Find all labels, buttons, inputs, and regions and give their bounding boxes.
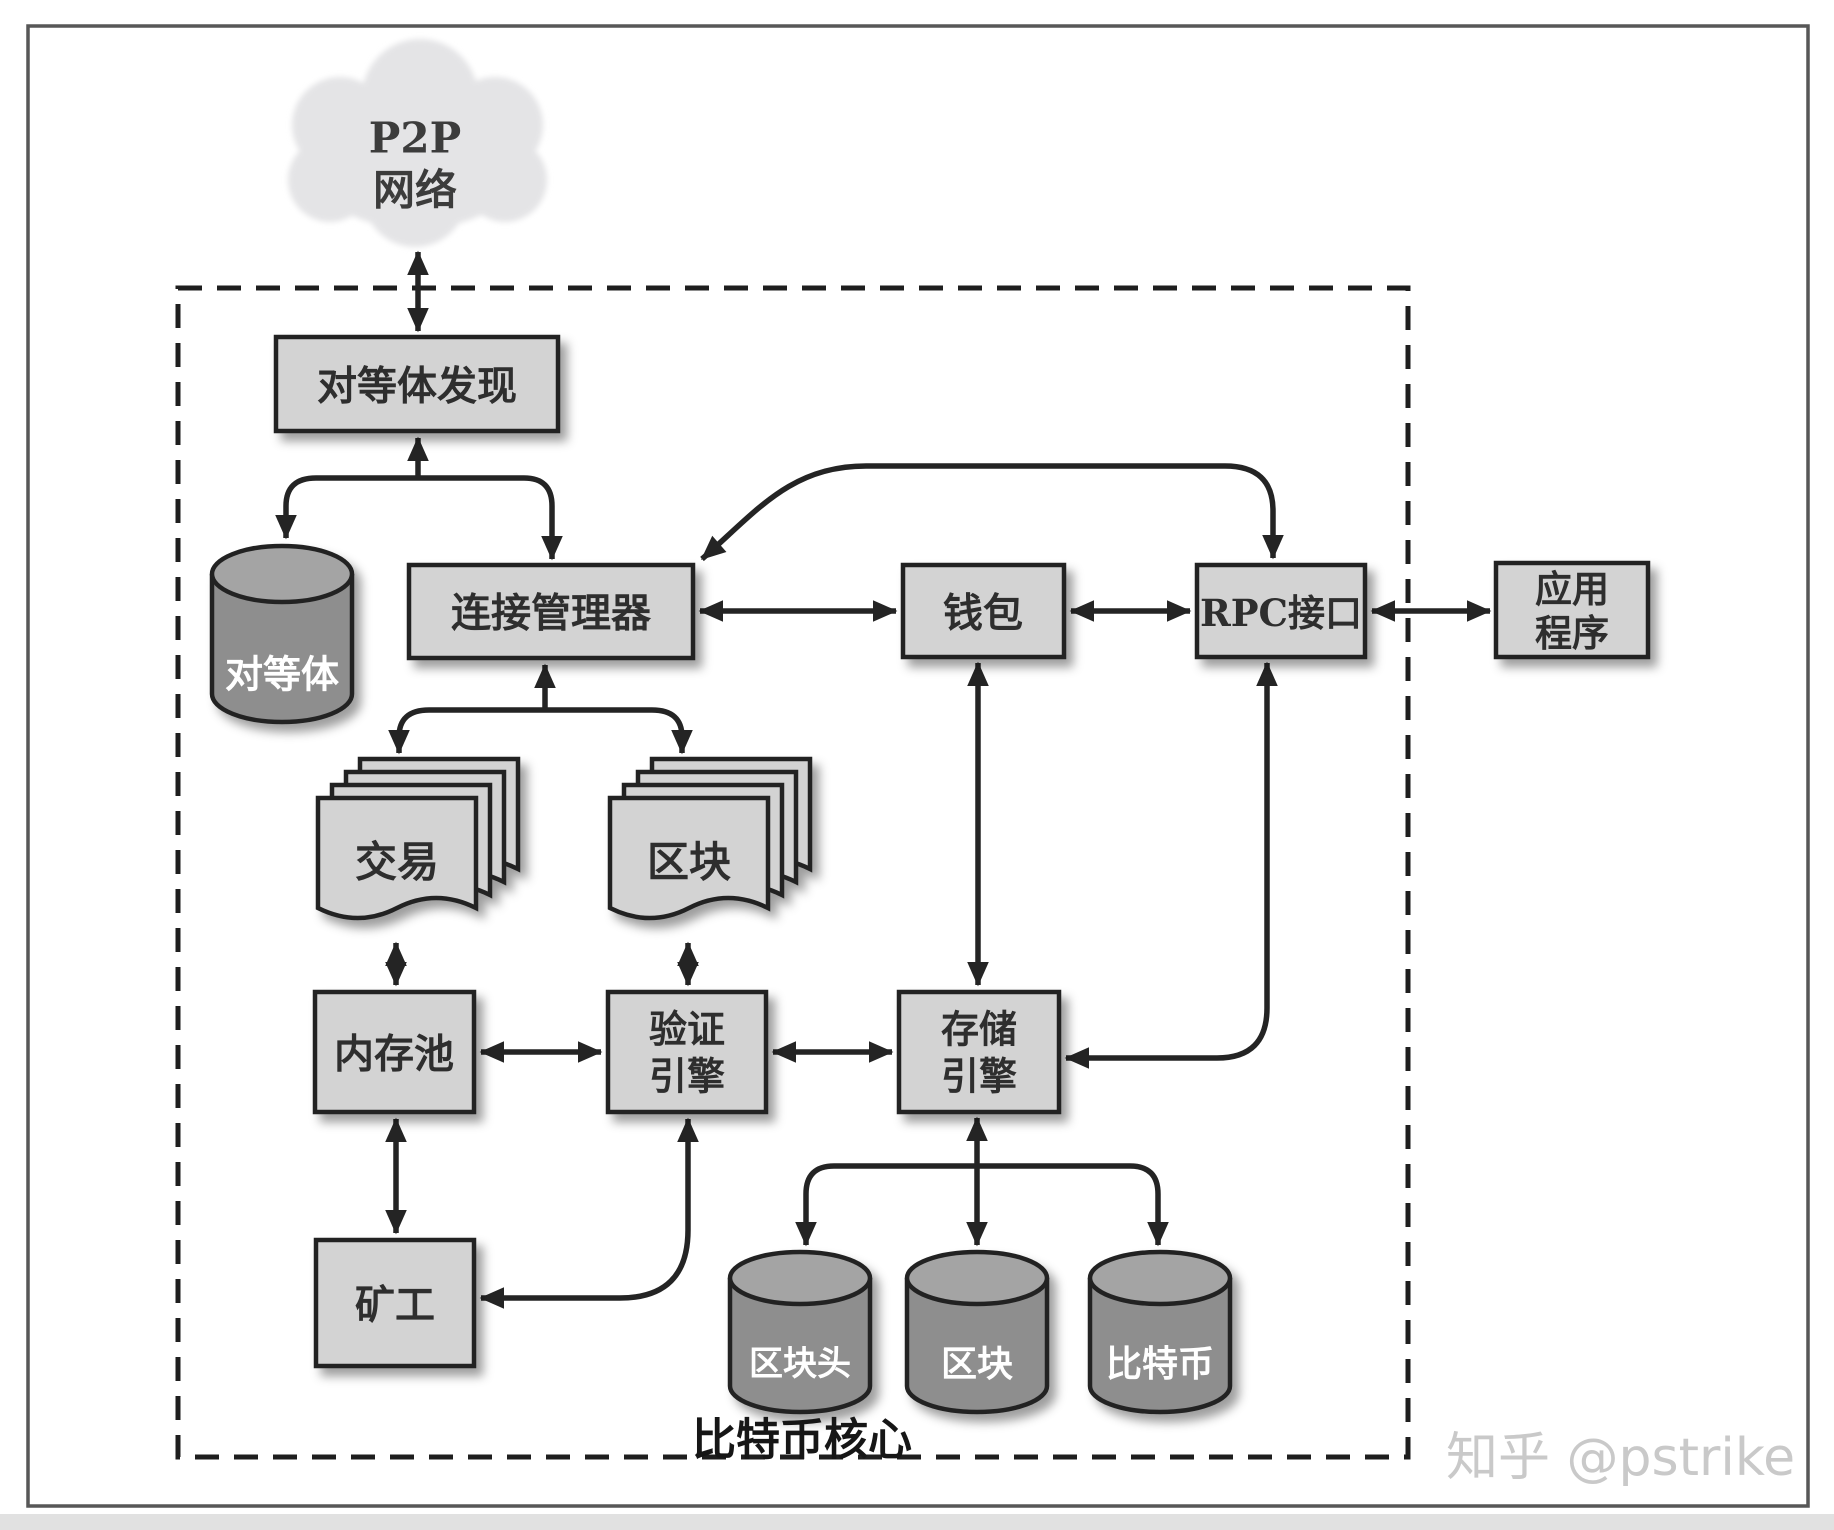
bitcoin-core-boundary-label: 比特币核心 [692, 1415, 912, 1466]
wallet-label: 钱包 [943, 590, 1023, 637]
rpc-interface-label: RPC接口 [1200, 591, 1362, 635]
blocks-docs-label: 区块 [647, 838, 731, 887]
storage-engine-label-line1: 存储 [941, 1007, 1017, 1052]
node-wallet: 钱包 [900, 562, 1067, 660]
node-validation-engine: 验证 引擎 [605, 989, 769, 1115]
node-peers-db: 对等体 [209, 543, 355, 725]
node-peer-discovery: 对等体发现 [273, 334, 561, 434]
node-mempool: 内存池 [312, 989, 477, 1115]
node-storage-engine: 存储 引擎 [896, 989, 1062, 1115]
storage-engine-label-line2: 引擎 [941, 1054, 1017, 1099]
block-headers-db-label: 区块头 [749, 1344, 851, 1384]
connection-manager-label: 连接管理器 [451, 590, 652, 637]
bitcoins-db-label: 比特币 [1106, 1343, 1214, 1385]
application-label-line2: 程序 [1535, 611, 1609, 655]
p2p-network-cloud: P2P 网络 [288, 39, 547, 247]
node-miner: 矿工 [313, 1237, 477, 1369]
transactions-label: 交易 [355, 838, 439, 887]
connectors [275, 250, 1492, 1309]
cloud-label-line1: P2P [369, 114, 461, 163]
application-label-line1: 应用 [1535, 567, 1609, 611]
validation-engine-label-line1: 验证 [649, 1007, 725, 1052]
node-transactions-docs: 交易 [318, 759, 518, 918]
miner-label: 矿工 [355, 1282, 435, 1329]
mempool-label: 内存池 [334, 1031, 454, 1078]
node-blocks-db: 区块 [904, 1249, 1050, 1415]
validation-engine-label-line2: 引擎 [649, 1054, 725, 1099]
bitcoin-core-dashed-boundary [175, 285, 1411, 1460]
node-blocks-docs: 区块 [610, 759, 810, 918]
node-block-headers-db: 区块头 [727, 1249, 873, 1415]
cloud-label-line2: 网络 [373, 166, 457, 215]
node-rpc-interface: RPC接口 [1194, 562, 1368, 660]
blocks-db-label: 区块 [941, 1343, 1013, 1385]
node-connection-manager: 连接管理器 [406, 562, 696, 661]
zhihu-watermark: 知乎 @pstrike [1446, 1428, 1795, 1488]
peers-db-label: 对等体 [225, 652, 339, 697]
bottom-page-strip [0, 1514, 1834, 1530]
node-application: 应用 程序 [1493, 560, 1651, 660]
node-bitcoins-db: 比特币 [1087, 1249, 1233, 1415]
peer-discovery-label: 对等体发现 [317, 363, 517, 410]
